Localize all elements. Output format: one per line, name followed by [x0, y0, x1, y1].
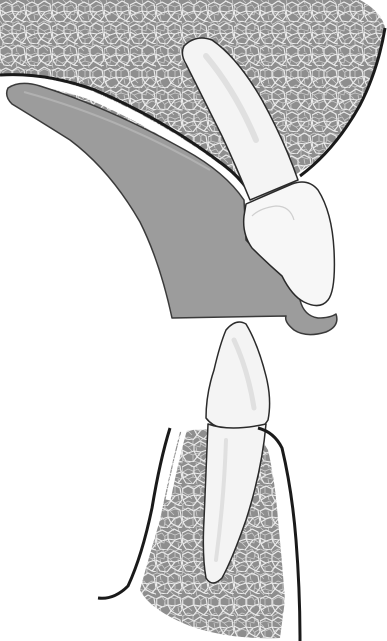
dental-diagram — [0, 0, 387, 641]
diagram-canvas — [0, 0, 387, 641]
